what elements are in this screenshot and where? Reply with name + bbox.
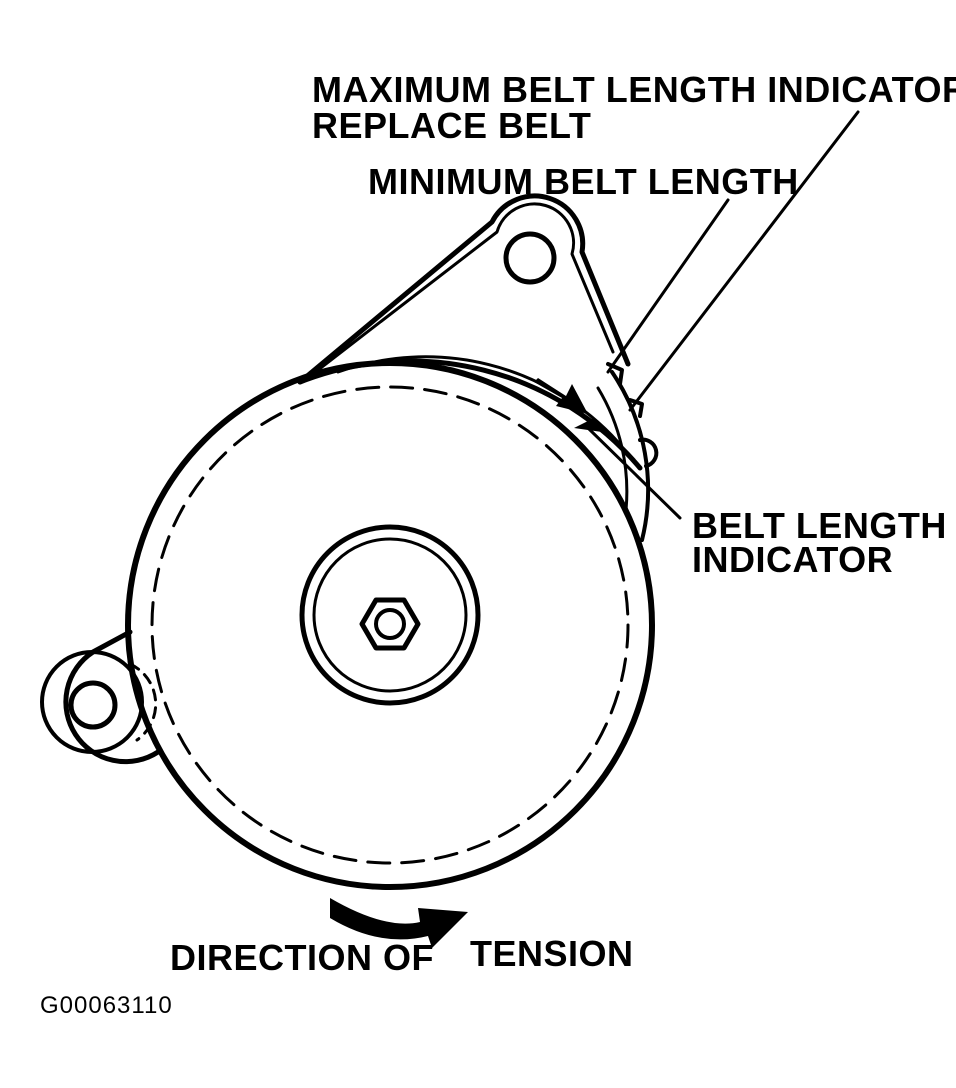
- replace-belt-label: REPLACE BELT: [312, 105, 592, 146]
- max-belt-length-label: MAXIMUM BELT LENGTH INDICATOR: [312, 69, 956, 110]
- figure-code: G00063110: [40, 992, 173, 1019]
- pulley: [125, 360, 655, 890]
- tensioner-housing: [297, 355, 659, 542]
- tension-label: TENSION: [470, 933, 634, 974]
- arrow-icon: [534, 378, 602, 432]
- leader-belt-indicator: [586, 426, 682, 520]
- center-nut: [359, 597, 421, 651]
- belt-length-indicator-label-line1: BELT LENGTH: [692, 505, 947, 546]
- upper-mounting-lug: [297, 193, 631, 385]
- leader-lines: [586, 110, 860, 520]
- belt-length-indicator-label-line2: INDICATOR: [692, 539, 894, 580]
- leader-min: [606, 198, 730, 374]
- leader-max: [628, 110, 860, 412]
- direction-of-label: DIRECTION OF: [170, 937, 434, 978]
- curved-arrow-icon: [330, 898, 468, 948]
- center-bolt: [374, 608, 406, 640]
- min-belt-length-label: MINIMUM BELT LENGTH: [368, 161, 799, 202]
